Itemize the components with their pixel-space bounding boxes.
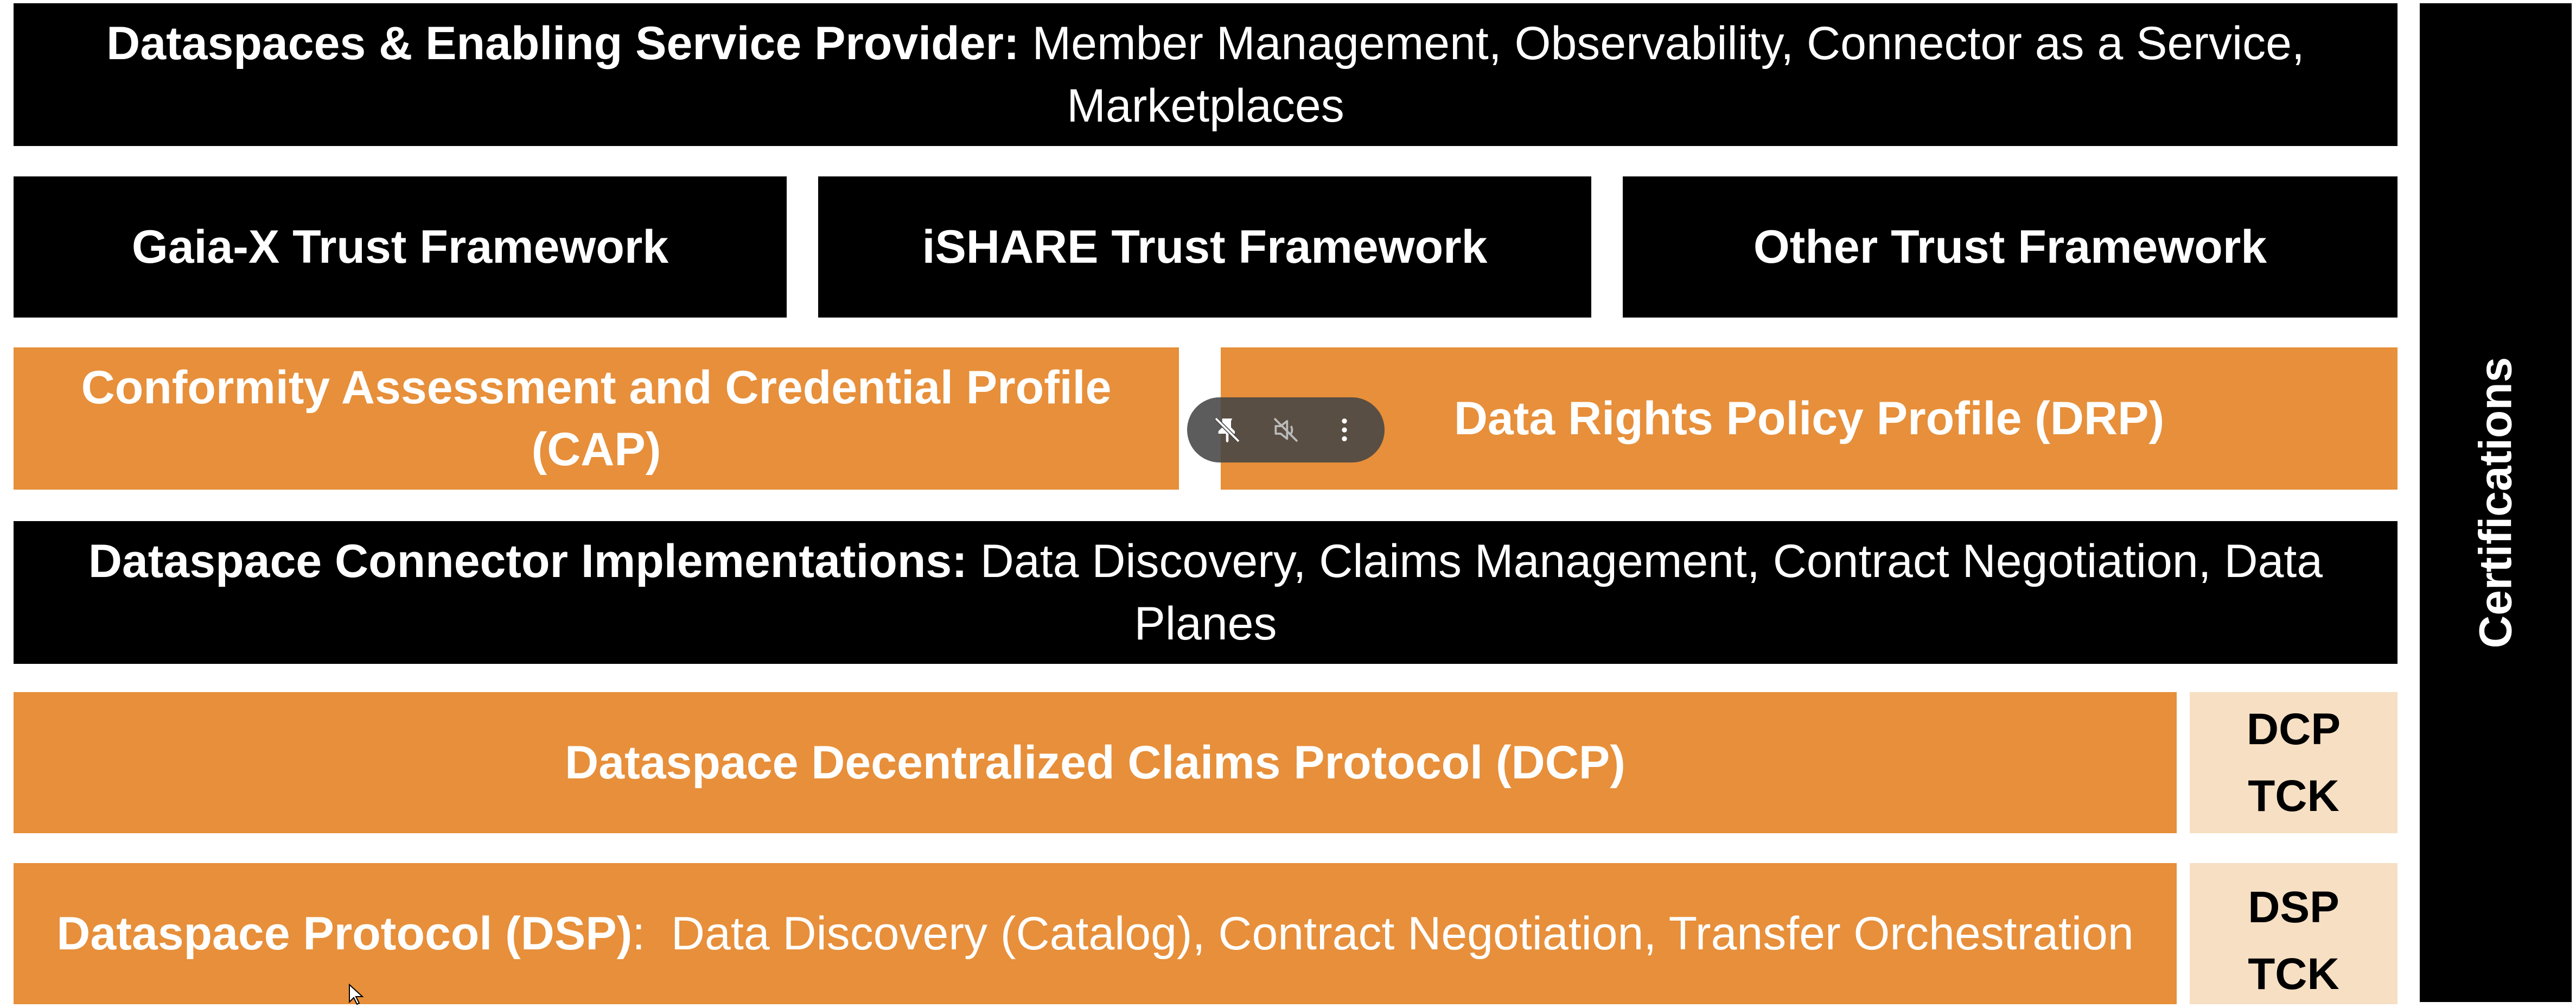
connector-implementations-items: Data Discovery, Claims Management, Contr…: [967, 535, 2323, 650]
volume-off-icon[interactable]: [1264, 408, 1308, 452]
dsp-protocol-text: Dataspace Protocol (DSP): Data Discovery…: [56, 903, 2133, 965]
dcp-protocol-box: Dataspace Decentralized Claims Protocol …: [14, 692, 2177, 833]
ishare-trust-framework-label: iSHARE Trust Framework: [922, 220, 1488, 273]
service-provider-box: Dataspaces & Enabling Service Provider: …: [14, 3, 2398, 146]
connector-implementations-title: Dataspace Connector Implementations:: [88, 535, 967, 588]
dcp-protocol-label: Dataspace Decentralized Claims Protocol …: [565, 736, 1625, 789]
other-trust-framework-label: Other Trust Framework: [1753, 220, 2267, 273]
dsp-protocol-title: Dataspace Protocol (DSP): [56, 907, 633, 960]
gaiax-trust-framework-label: Gaia-X Trust Framework: [131, 220, 669, 273]
drp-profile-box: Data Rights Policy Profile (DRP): [1221, 347, 2398, 490]
dcp-tck-box: DCP TCK: [2190, 692, 2398, 833]
connector-implementations-text: Dataspace Connector Implementations: Dat…: [46, 530, 2365, 655]
pin-off-icon[interactable]: [1206, 408, 1249, 452]
dcp-tck-line2: TCK: [2248, 771, 2339, 821]
certifications-sidebar: Certifications: [2420, 3, 2572, 1002]
ishare-trust-framework-box: iSHARE Trust Framework: [818, 176, 1591, 318]
video-player-overlay[interactable]: [1187, 397, 1385, 462]
dsp-protocol-items: : Data Discovery (Catalog), Contract Neg…: [632, 907, 2134, 960]
drp-profile-label: Data Rights Policy Profile (DRP): [1453, 392, 2165, 445]
mouse-cursor-icon: [347, 983, 369, 1005]
dcp-tck-line1: DCP: [2246, 705, 2341, 754]
more-vertical-icon[interactable]: [1323, 408, 1366, 452]
service-provider-items: Member Management, Observability, Connec…: [1019, 17, 2305, 132]
dsp-tck-line2: TCK: [2248, 949, 2339, 999]
dsp-protocol-box: Dataspace Protocol (DSP): Data Discovery…: [14, 863, 2177, 1004]
cap-profile-box: Conformity Assessment and Credential Pro…: [14, 347, 1179, 490]
certifications-label: Certifications: [2470, 357, 2521, 649]
dsp-tck-line1: DSP: [2248, 883, 2339, 932]
connector-implementations-box: Dataspace Connector Implementations: Dat…: [14, 521, 2398, 664]
service-provider-title: Dataspaces & Enabling Service Provider:: [106, 17, 1019, 70]
dsp-tck-box: DSP TCK: [2190, 863, 2398, 1004]
service-provider-text: Dataspaces & Enabling Service Provider: …: [46, 12, 2365, 137]
cap-profile-label: Conformity Assessment and Credential Pro…: [81, 361, 1112, 476]
gaiax-trust-framework-box: Gaia-X Trust Framework: [14, 176, 787, 318]
other-trust-framework-box: Other Trust Framework: [1623, 176, 2398, 318]
